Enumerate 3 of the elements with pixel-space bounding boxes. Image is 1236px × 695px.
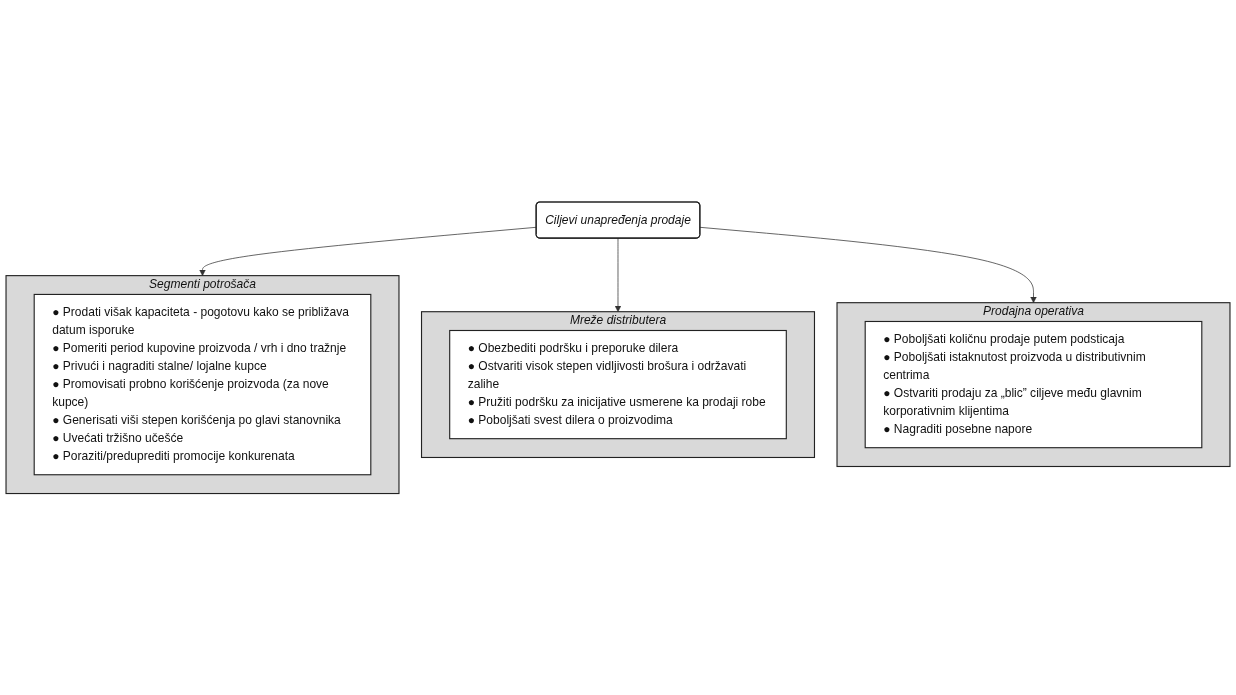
node-box: ● Obezbediti podršku i preporuke dilera ● Ostvariti visok stepen vidljivosti brošura i održavati zalihe ● Pružiti podršku za inicijative usmerene ka prodaji robe ● Poboljšati svest dilera o proizvodima [449, 329, 787, 439]
node-box: ● Poboljšati količnu prodaje putem podsticaja ● Poboljšati istaknutost proizvoda u distributivnim centrima ● Ostvariti prodaju za „blic” ciljeve među glavnim korporativnim klijentima ● Nagraditi posebne napore [864, 320, 1203, 448]
node-box: ● Prodati višak kapaciteta - pogotovu kako se približava datum isporuke ● Pomeriti period kupovine proizvoda / vrh i dno tražnje ● Privući i nagraditi stalne/ lojalne kupce ● Promovisati probno korišćenje proizvoda (za nove kupce) ● Generisati viši stepen korišćenja po glavi stanovnika ● Uvećati tržišno učešće ● Poraziti/preduprediti promocije konkurenata [33, 293, 372, 476]
